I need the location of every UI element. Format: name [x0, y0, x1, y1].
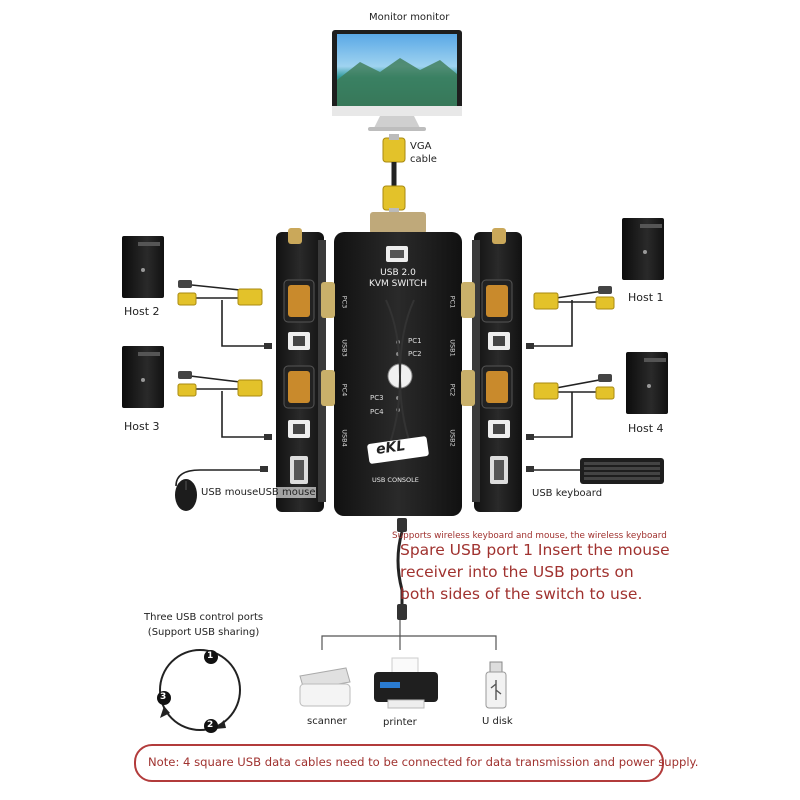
host-2-label: Host 2 [124, 305, 160, 318]
usb-mouse-label: USB mouseUSB mouse [201, 487, 316, 498]
monitor-illustration [332, 30, 462, 131]
control-ports-line2: (Support USB sharing) [147, 627, 260, 638]
device-pc3-label: PC3 [370, 394, 384, 402]
scanner-label: scanner [307, 716, 347, 727]
monitor-label: Monitor monitor [369, 12, 450, 23]
host-3-label: Host 3 [124, 420, 160, 433]
console-cable [321, 518, 497, 650]
host-1-label: Host 1 [628, 291, 664, 304]
vga-cable-label: VGA cable [410, 140, 437, 166]
usb-keyboard-illustration [580, 458, 664, 484]
vga-cable-line2: cable [410, 154, 437, 165]
port-3-badge: 3 [160, 692, 167, 702]
vga-cable-line1: VGA [410, 141, 432, 152]
right-connectors [526, 286, 615, 472]
vga-cable-illustration [382, 134, 406, 216]
side-pc1-label: PC1 [448, 295, 457, 309]
device-pc4-label: PC4 [370, 408, 384, 416]
port-2-badge: 2 [207, 720, 214, 730]
spare-usb-line3: both sides of the switch to use. [400, 585, 643, 603]
right-side-panel [472, 228, 522, 512]
side-pc2-label: PC2 [448, 383, 457, 397]
note-box [134, 744, 664, 782]
left-side-panel [276, 228, 326, 512]
printer-label: printer [383, 717, 417, 728]
spare-usb-port-note: Spare USB port 1 Insert the mouse receiv… [400, 539, 670, 605]
side-pc4-label: PC4 [340, 383, 349, 397]
printer-illustration [374, 657, 438, 709]
host-3-tower [122, 346, 164, 408]
spare-usb-line1: Spare USB port 1 Insert the mouse [400, 541, 670, 559]
kvm-switch-body [321, 212, 475, 516]
spare-usb-line2: receiver into the USB ports on [400, 563, 634, 581]
wireless-support-note: Supports wireless keyboard and mouse, th… [392, 531, 667, 541]
device-title: USB 2.0 KVM SWITCH [364, 268, 432, 290]
device-pc1-label: PC1 [408, 337, 422, 345]
host-4-label: Host 4 [628, 422, 664, 435]
scanner-illustration [299, 667, 351, 707]
side-pc3-label: PC3 [340, 295, 349, 309]
device-console-label: USB CONSOLE [372, 476, 419, 484]
usb-sharing-cycle [157, 649, 241, 733]
control-ports-line1: Three USB control ports [144, 612, 264, 623]
host-1-tower [622, 218, 664, 280]
side-usb2-label: USB2 [448, 429, 457, 447]
device-title-line2: KVM SWITCH [369, 279, 427, 289]
left-connectors [175, 280, 272, 511]
side-usb3-label: USB3 [340, 339, 349, 357]
port-1-badge: 1 [207, 651, 214, 661]
host-2-tower [122, 236, 164, 298]
host-4-tower [626, 352, 668, 414]
device-pc2-label: PC2 [408, 350, 422, 358]
device-title-line1: USB 2.0 [380, 268, 416, 278]
usb-keyboard-label: USB keyboard [532, 488, 603, 499]
udisk-illustration [485, 661, 507, 709]
note-text: Note: 4 square USB data cables need to b… [148, 755, 699, 769]
side-usb4-label: USB4 [340, 429, 349, 447]
side-usb1-label: USB1 [448, 339, 457, 357]
control-ports-caption: Three USB control ports (Support USB sha… [144, 610, 263, 640]
udisk-label: U disk [482, 716, 513, 727]
